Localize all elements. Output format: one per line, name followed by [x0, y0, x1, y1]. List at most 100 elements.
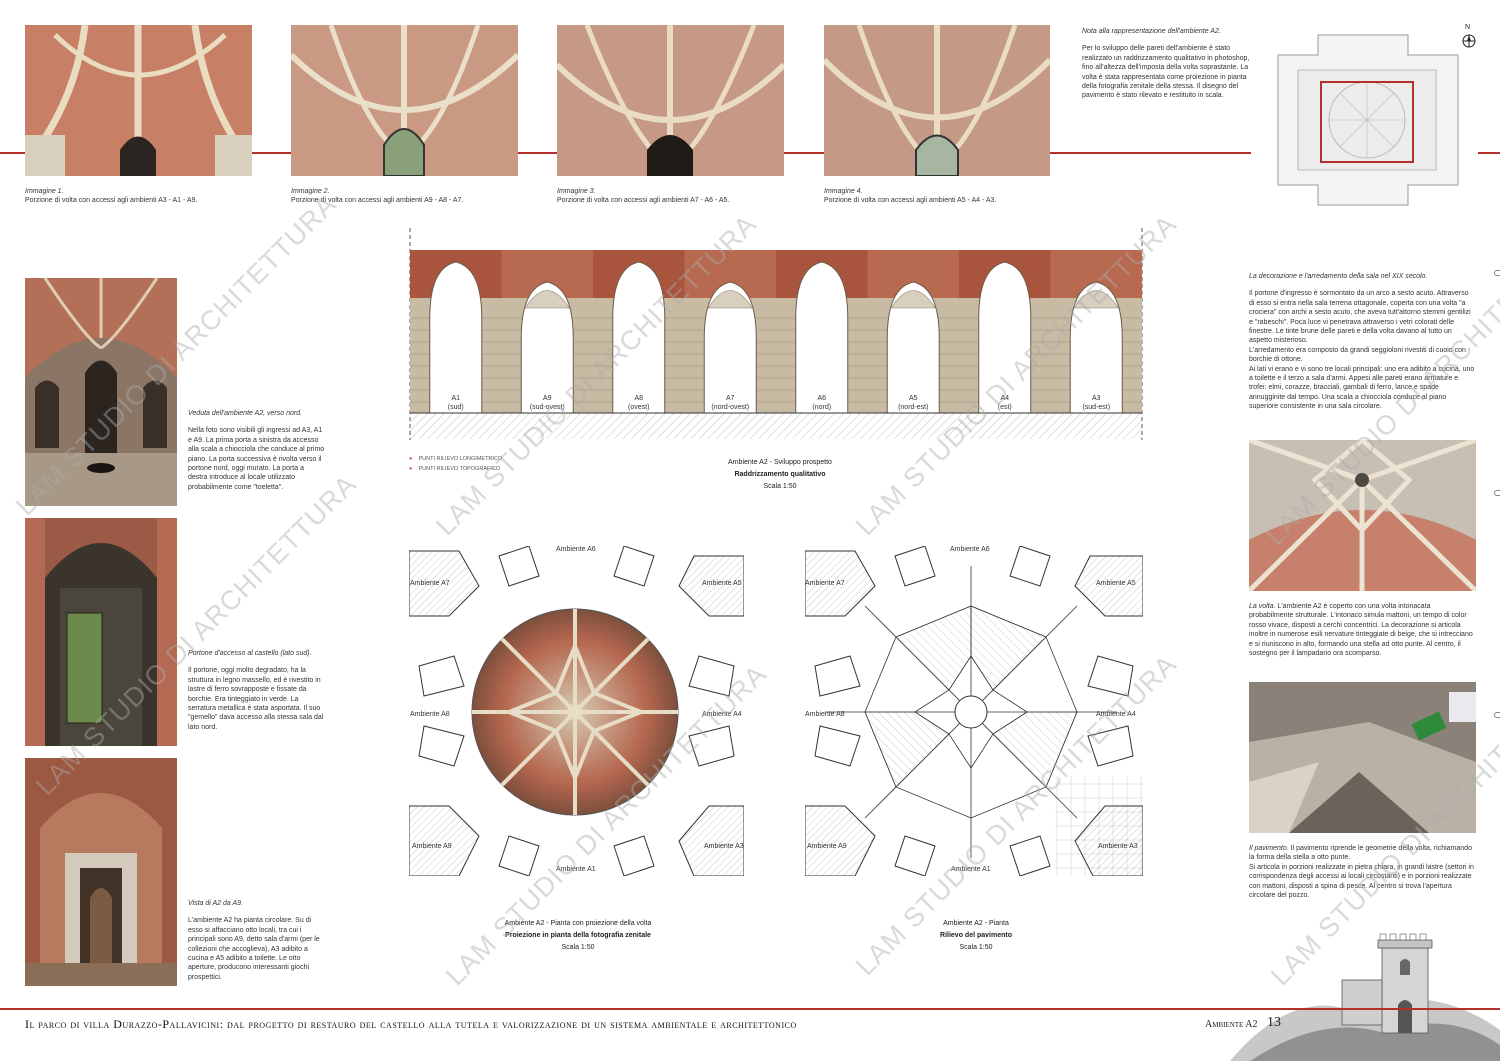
top-red-rule-right: [1478, 152, 1500, 154]
photo-volta: [1249, 440, 1476, 591]
elevation-subtitle: Raddrizzamento qualitativo: [734, 471, 826, 478]
photo-portone: [25, 518, 177, 746]
plan1-title: Ambiente A2 - Pianta con proiezione dell…: [504, 920, 652, 927]
elevation-relief: [524, 290, 570, 309]
page-number: 13: [1267, 1015, 1281, 1030]
elevation-label-code: A7: [725, 395, 735, 402]
caption-title: Immagine 2.: [291, 188, 330, 195]
plan1-label-a5: Ambiente A5: [702, 580, 742, 587]
plan2-caption: Ambiente A2 - Pianta Rilievo del pavimen…: [876, 918, 1076, 954]
caption-photo-4: Immagine 4. Porzione di volta con access…: [824, 187, 1054, 205]
plan2-label-a3: Ambiente A3: [1098, 843, 1138, 850]
text-title: Il pavimento.: [1249, 845, 1289, 852]
note-block: Nota alla rappresentazione dell'ambiente…: [1082, 27, 1252, 101]
text-body: Nella foto sono visibili gli ingressi ad…: [188, 427, 325, 491]
elevation-relief: [707, 290, 753, 309]
note-body: Per lo sviluppo delle pareti dell'ambien…: [1082, 45, 1250, 100]
edge-mark-3: [1494, 712, 1500, 718]
caption-photo-3: Immagine 3. Porzione di volta con access…: [557, 187, 787, 205]
plan2-subtitle: Rilievo del pavimento: [940, 932, 1012, 939]
elevation-opening: [886, 281, 940, 414]
text-decorazione: La decorazione e l'arredamento della sal…: [1249, 272, 1476, 412]
photo-pavimento: [1249, 682, 1476, 833]
elevation-label-a5: A5(nord-est): [883, 394, 943, 412]
text-body: L'ambiente A2 ha pianta circolare. Su di…: [188, 917, 320, 981]
text-body-2: L'arredamento era composto da grandi seg…: [1249, 346, 1466, 364]
text-veduta-nord: Veduta dell'ambiente A2, verso nord. Nel…: [188, 409, 325, 492]
elevation-opening: [703, 281, 757, 414]
elevation-label-a7: A7 (nord-ovest): [700, 394, 760, 412]
plan1-label-a9: Ambiente A9: [412, 843, 452, 850]
footer-rule: [0, 1008, 1500, 1010]
photo-vista-a9: [25, 758, 177, 986]
photo-veduta-nord: [25, 278, 177, 506]
legend-item-longimetrico: PUNTI RILIEVO LONGIMETRICO: [418, 456, 503, 462]
plan2-label-a4: Ambiente A4: [1096, 711, 1136, 718]
plan1-caption: Ambiente A2 - Pianta con proiezione dell…: [478, 918, 678, 954]
edge-mark-2: [1494, 490, 1500, 496]
edge-mark-1: [1494, 270, 1500, 276]
text-vista-a9: Vista di A2 da A9. L'ambiente A2 ha pian…: [188, 899, 325, 982]
elevation-lunette: [867, 250, 959, 298]
elevation-drawing: [409, 228, 1143, 440]
north-label: N: [1465, 24, 1471, 31]
elevation-opening: [429, 261, 483, 414]
plan2-label-a7: Ambiente A7: [805, 580, 845, 587]
caption-photo-2: Immagine 2. Porzione di volta con access…: [291, 187, 521, 205]
caption-title: Immagine 1.: [25, 188, 64, 195]
text-title: Veduta dell'ambiente A2, verso nord.: [188, 410, 303, 417]
caption-text: Porzione di volta con accessi agli ambie…: [824, 197, 997, 204]
elevation-label-a8: A8(ovest): [609, 394, 669, 412]
photo-1: [25, 25, 252, 176]
text-title: Portone d'accesso al castello (lato sud)…: [188, 650, 312, 657]
text-body: Il portone, oggi molto degradato, ha la …: [188, 667, 324, 731]
elevation-label-code: A6: [817, 395, 827, 402]
elevation-lunette: [684, 250, 776, 298]
caption-text: Porzione di volta con accessi agli ambie…: [557, 197, 730, 204]
plan1-label-a1: Ambiente A1: [556, 866, 596, 873]
photo-4: [824, 25, 1050, 176]
legend-item-topografico: PUNTI RILIEVO TOPOGRAFICO: [418, 466, 501, 472]
elevation-relief: [1073, 290, 1119, 309]
plan1-label-a6: Ambiente A6: [556, 546, 596, 553]
castle-illustration: [1230, 920, 1500, 1061]
text-volta: La volta. L'ambiente A2 è coperto con un…: [1249, 602, 1476, 658]
text-body-3: Ai lati vi erano e vi sono tre locali pr…: [1249, 365, 1475, 411]
elevation-label-code: A8: [634, 395, 644, 402]
elevation-relief: [890, 290, 936, 309]
elevation-caption: Ambiente A2 - Sviluppo prospetto Raddriz…: [680, 457, 880, 493]
elevation-label-direction: (nord-ovest): [711, 404, 750, 411]
plan1-subtitle: Proiezione in pianta della fotografia ze…: [505, 932, 651, 939]
elevation-label-a1: A1 (sud): [426, 394, 486, 412]
plan1-label-a3: Ambiente A3: [704, 843, 744, 850]
photo-2: [291, 25, 518, 176]
elevation-label-a6: A6 (nord): [792, 394, 852, 412]
elevation-label-direction: (sud-est): [1082, 404, 1111, 411]
elevation-label-direction: (nord): [812, 404, 832, 411]
elevation-label-code: A9: [542, 395, 552, 402]
elevation-opening: [795, 261, 849, 414]
plan1-scale: Scala 1:50: [561, 944, 595, 951]
photo-3: [557, 25, 784, 176]
plan2-title: Ambiente A2 - Pianta: [943, 920, 1009, 927]
elevation-label-direction: (nord-est): [898, 404, 929, 411]
text-body-2: Si articola in porzioni realizzate in pi…: [1249, 863, 1474, 900]
elevation-label-code: A3: [1091, 395, 1101, 402]
text-body: Il pavimento riprende le geometrie della…: [1249, 845, 1472, 862]
text-pavimento: Il pavimento. Il pavimento riprende le g…: [1249, 844, 1476, 900]
elevation-label-a4: A4(est): [975, 394, 1035, 412]
elevation-legend: ● PUNTI RILIEVO LONGIMETRICO ● PUNTI RIL…: [409, 456, 503, 472]
plan2-label-a8: Ambiente A8: [805, 711, 845, 718]
elevation-opening: [612, 261, 666, 414]
elevation-opening: [520, 281, 574, 414]
elevation-label-code: A1: [451, 395, 461, 402]
footer-title: Il parco di villa Durazzo-Pallavicini: d…: [25, 1017, 797, 1031]
elevation-label-direction: (sud): [447, 404, 464, 411]
elevation-label-direction: (sud-ovest): [529, 404, 565, 411]
plan1-label-a8: Ambiente A8: [410, 711, 450, 718]
caption-text: Porzione di volta con accessi agli ambie…: [25, 197, 198, 204]
plan2-label-a9: Ambiente A9: [807, 843, 847, 850]
plan1-label-a4: Ambiente A4: [702, 711, 742, 718]
note-title: Nota alla rappresentazione dell'ambiente…: [1082, 28, 1221, 35]
caption-photo-1: Immagine 1. Porzione di volta con access…: [25, 187, 255, 205]
